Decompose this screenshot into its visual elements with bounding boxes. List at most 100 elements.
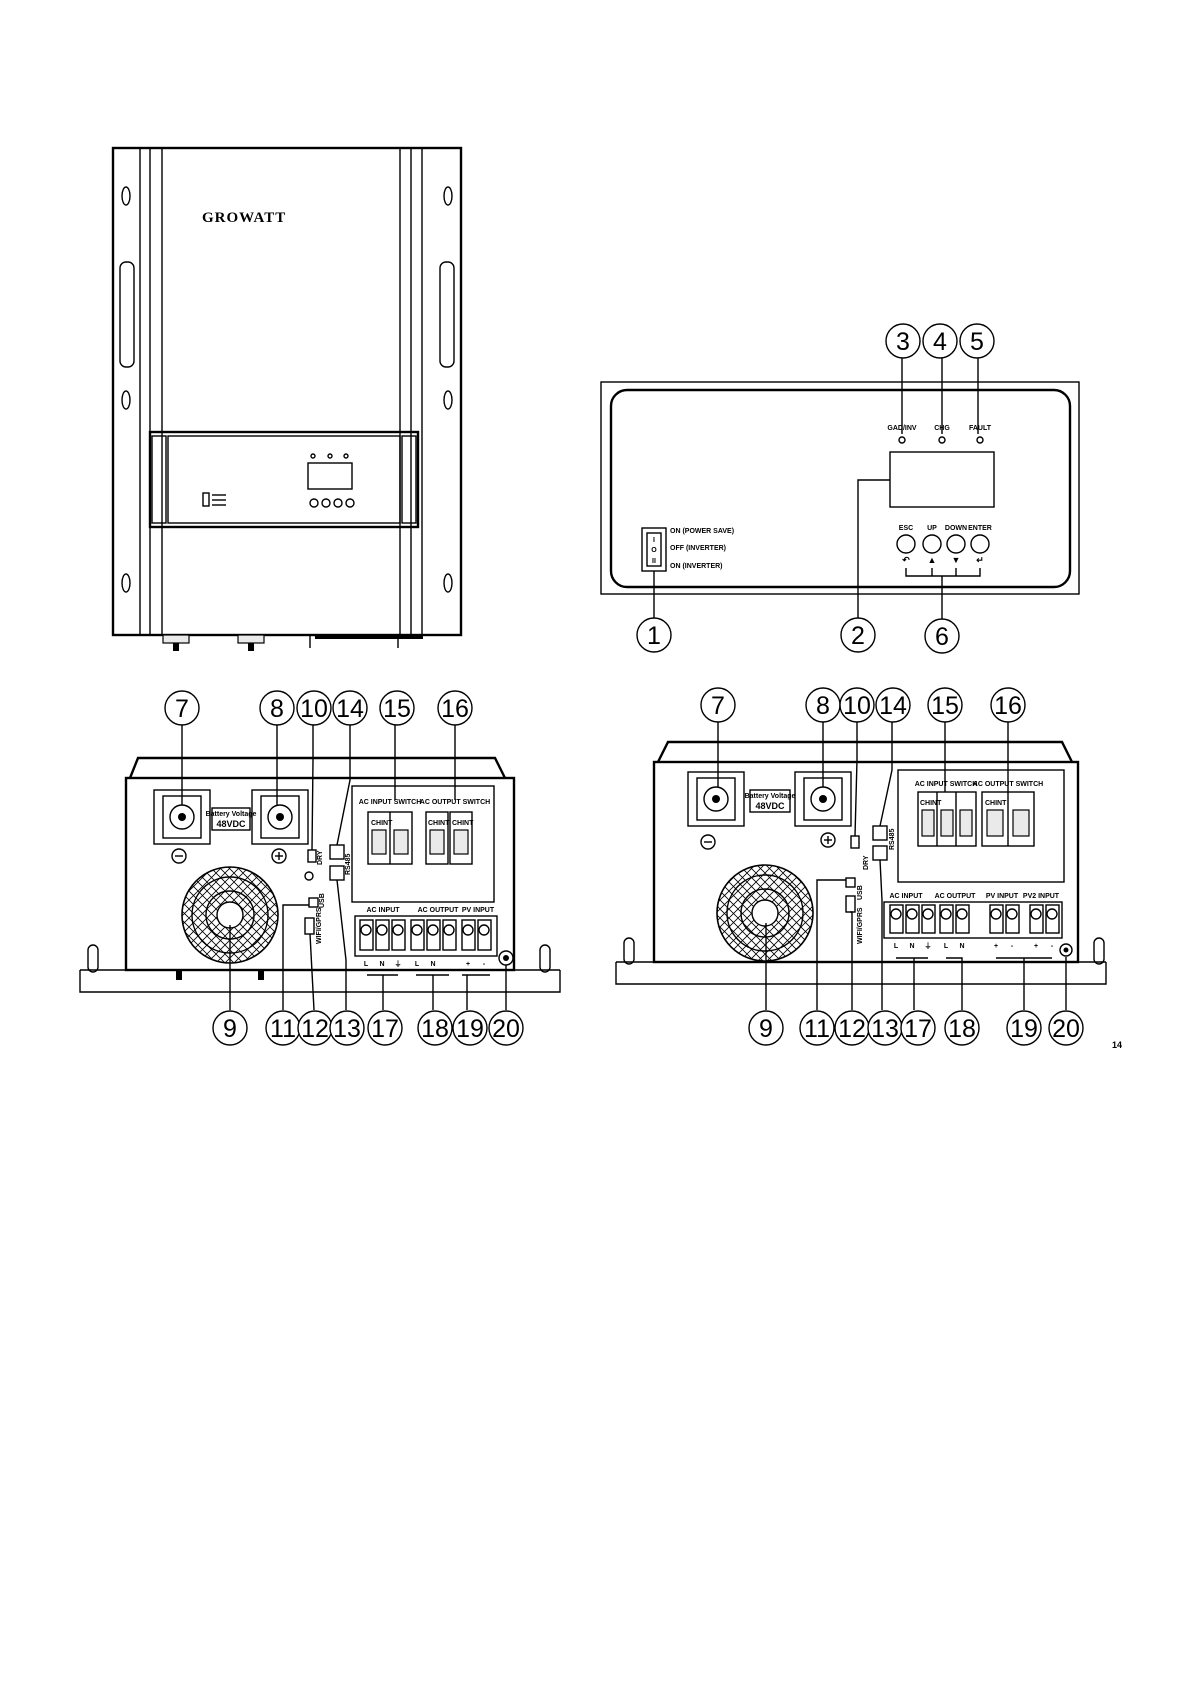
- callout-a-16: 16: [441, 695, 469, 723]
- front-view: GROWATT: [111, 146, 463, 651]
- comm-ports-b: DRY RS485 USB WIFI/GPRS: [845, 825, 896, 944]
- led-label-fault: FAULT: [969, 425, 992, 432]
- terminal-mark-b-6: -: [1011, 943, 1014, 950]
- callout-a-13: 13: [333, 1015, 361, 1043]
- bottom-a-body: [124, 776, 516, 972]
- callout-a-18: 18: [421, 1015, 449, 1043]
- terminal-mark-b-5: +: [994, 943, 998, 950]
- callout-a-7: 7: [175, 695, 189, 723]
- callout-a-10: 10: [300, 695, 328, 723]
- battery-voltage-value-a: 48VDC: [216, 819, 246, 829]
- usb-port-a: [308, 897, 319, 908]
- front-panel-band: [148, 430, 420, 529]
- button-label-enter: ENTER: [968, 525, 992, 532]
- callout-b-20: 20: [1052, 1015, 1080, 1043]
- terminal-mark-a-6: -: [483, 961, 486, 968]
- callout-a-8: 8: [270, 695, 284, 723]
- callout-a-11: 11: [270, 1015, 296, 1043]
- button-label-esc: ESC: [899, 525, 913, 532]
- led-ac-inv: [898, 436, 906, 444]
- ac-output-switch-label-a: AC OUTPUT SWITCH: [420, 799, 490, 806]
- callout-b-16: 16: [994, 692, 1022, 720]
- callout-b-10: 10: [843, 692, 871, 720]
- panel-callouts: 1 2 3 4 5 6: [636, 323, 995, 654]
- terminal-mark-b-3: L: [944, 943, 949, 950]
- terminal-group-ac-input-a: AC INPUT: [366, 907, 400, 914]
- terminal-group-pv-input-b: PV INPUT: [986, 893, 1019, 900]
- terminal-mark-a-2: ⏚: [395, 960, 402, 968]
- breaker-brand-a2: CHINT: [428, 820, 450, 827]
- callout-b-19: 19: [1010, 1015, 1038, 1043]
- esc-button[interactable]: [896, 534, 916, 554]
- inverter-body: [111, 146, 463, 637]
- battery-voltage-label-b: Battery Voltage: [745, 793, 796, 800]
- enter-glyph-icon: ↵: [976, 555, 984, 565]
- button-label-down: DOWN: [945, 525, 967, 532]
- battery-voltage-label-a: Battery Voltage: [206, 811, 257, 818]
- wifi-port-label-a: WIFI/GPRS: [316, 907, 323, 944]
- terminal-block-a: AC INPUT AC OUTPUT PV INPUT L N ⏚ L N + …: [354, 907, 498, 968]
- front-mini-switch: [202, 492, 210, 507]
- switch-glyph-off: O: [651, 547, 657, 554]
- cooling-fan-b: [716, 864, 814, 962]
- terminal-mark-b-7: +: [1034, 943, 1038, 950]
- callout-b-18: 18: [948, 1015, 976, 1043]
- callout-2: 2: [851, 622, 865, 650]
- battery-voltage-value-b: 48VDC: [755, 801, 785, 811]
- power-switch[interactable]: I O II: [641, 527, 667, 572]
- breaker-brand-a3: CHINT: [452, 820, 474, 827]
- led-chg: [938, 436, 946, 444]
- bottom-a-callouts: 7 8 9 10 11 12 13 14 15 16 17 18 19 20: [164, 690, 524, 1046]
- dry-contact-port-a: [307, 849, 317, 863]
- up-arrow-icon: ▲: [928, 555, 937, 565]
- button-label-up: UP: [927, 525, 937, 532]
- up-button[interactable]: [922, 534, 942, 554]
- panel-outer-frame: [600, 381, 1080, 595]
- callout-4: 4: [933, 328, 947, 356]
- callout-3: 3: [896, 328, 910, 356]
- bottom-b-body: [652, 760, 1080, 964]
- esc-glyph-icon: ↶: [901, 555, 910, 565]
- enter-button[interactable]: [970, 534, 990, 554]
- panel-leds: GAD/INV CHG FAULT: [887, 425, 992, 444]
- callout-b-7: 7: [711, 692, 725, 720]
- usb-port-b: [845, 877, 856, 888]
- terminal-mark-b-1: N: [909, 943, 914, 950]
- panel-buttons: ESC UP DOWN ENTER ↶ ▲ ▼ ↵: [896, 525, 992, 565]
- lcd-display: [889, 451, 995, 508]
- terminal-group-pv-input-a: PV INPUT: [462, 907, 495, 914]
- down-button[interactable]: [946, 534, 966, 554]
- breaker-box-b: AC INPUT SWITCH AC OUTPUT SWITCH CHINT C…: [897, 769, 1065, 883]
- callout-b-9: 9: [759, 1015, 773, 1043]
- wifi-port-a: [304, 917, 315, 935]
- page-number: 14: [1112, 1040, 1122, 1050]
- ac-input-switch-label-a: AC INPUT SWITCH: [359, 799, 422, 806]
- wifi-port-b: [845, 895, 856, 913]
- terminal-group-pv2-input-b: PV2 INPUT: [1023, 893, 1060, 900]
- battery-terminals-a: Battery Voltage 48VDC: [153, 789, 309, 864]
- front-bottom-connectors: [162, 634, 423, 651]
- callout-a-20: 20: [492, 1015, 520, 1043]
- mounting-slots: [121, 186, 453, 593]
- rs485-port-bottom-a: [329, 865, 345, 881]
- terminal-mark-a-0: L: [364, 961, 369, 968]
- brand-logo: GROWATT: [202, 210, 286, 226]
- callout-b-15: 15: [931, 692, 959, 720]
- panel-leader-lines: [653, 358, 981, 619]
- callout-b-11: 11: [804, 1015, 830, 1043]
- breaker-box-a: AC INPUT SWITCH AC OUTPUT SWITCH CHINT C…: [351, 785, 495, 903]
- callout-a-14: 14: [336, 695, 364, 723]
- callout-a-19: 19: [456, 1015, 484, 1043]
- rs485-port-top-b: [872, 825, 888, 841]
- ac-input-switch-label-b: AC INPUT SWITCH: [915, 781, 978, 788]
- bottom-b-leaders: [717, 722, 1067, 1010]
- terminal-mark-b-2: ⏚: [925, 942, 932, 950]
- down-arrow-icon: ▼: [952, 555, 961, 565]
- control-panel-detail: GAD/INV CHG FAULT ESC UP DOWN ENTER ↶ ▲ …: [600, 323, 1080, 654]
- terminal-group-ac-input-b: AC INPUT: [889, 893, 923, 900]
- callout-a-9: 9: [223, 1015, 237, 1043]
- bottom-view-b: Battery Voltage 48VDC DRY RS485 USB WIFI…: [615, 687, 1107, 1046]
- terminal-mark-a-3: L: [415, 961, 420, 968]
- rs485-port-top-a: [329, 844, 345, 860]
- callout-b-12: 12: [838, 1015, 866, 1043]
